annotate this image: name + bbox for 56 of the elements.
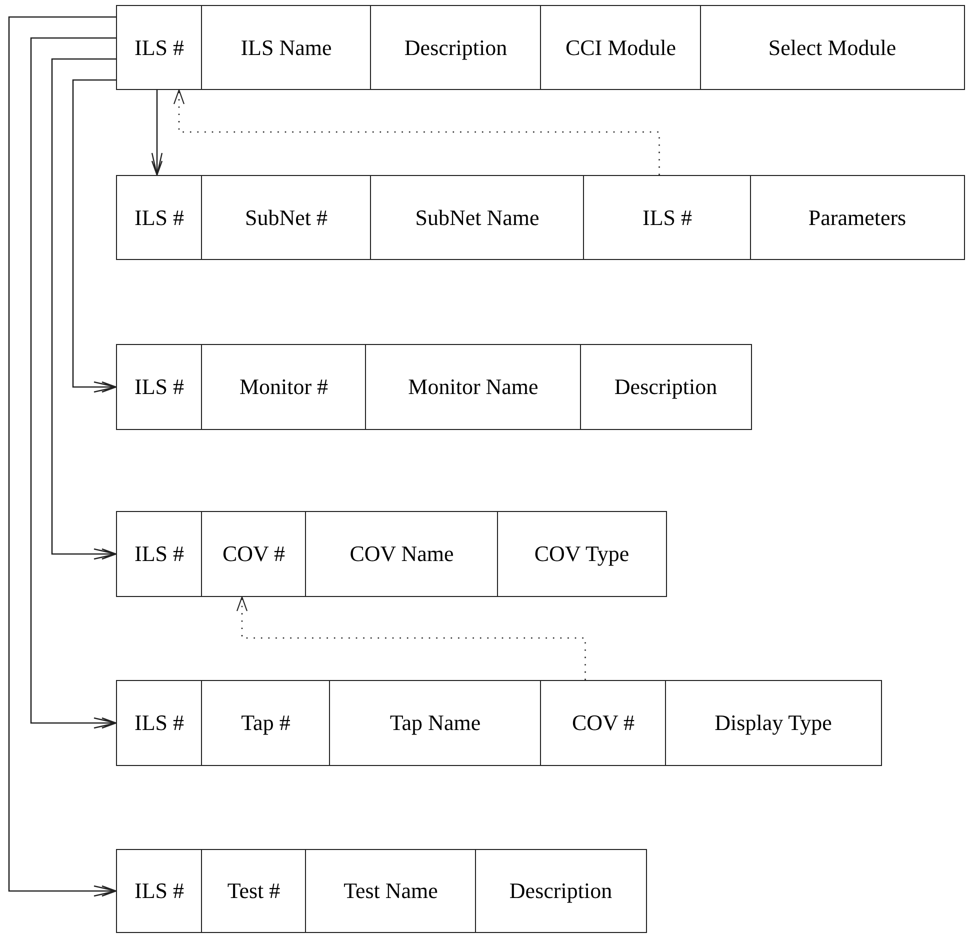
- field-label: SubNet Name: [415, 204, 540, 230]
- field-label: Tap #: [241, 710, 290, 736]
- field-label: SubNet #: [245, 204, 328, 230]
- field-label: Description: [404, 34, 508, 60]
- field-label: Test Name: [344, 878, 438, 904]
- field-label: Test #: [227, 878, 280, 904]
- table-field-cell: [116, 511, 202, 597]
- field-label: Tap Name: [390, 710, 481, 736]
- field-label: Display Type: [714, 710, 832, 736]
- dotted-arrow: [173, 89, 660, 175]
- table-field-cell: [665, 680, 882, 766]
- field-label: Select Module: [768, 34, 896, 60]
- table-field-cell: [475, 849, 646, 933]
- table-field-cell: [116, 849, 202, 933]
- table-field-cell: [700, 5, 964, 90]
- table-field-cell: [116, 344, 202, 430]
- table-field-cell: [750, 175, 964, 260]
- table-field-cell: [201, 5, 372, 90]
- dotted-arrow: [236, 596, 586, 680]
- field-label: ILS #: [134, 710, 184, 736]
- field-label: ILS #: [134, 204, 184, 230]
- table-field-cell: [497, 511, 666, 597]
- field-label: COV #: [222, 541, 286, 567]
- field-label: ILS #: [134, 878, 184, 904]
- table-field-cell: [580, 344, 752, 430]
- field-label: ILS #: [134, 541, 184, 567]
- table-field-cell: [116, 680, 202, 766]
- field-label: ILS Name: [240, 34, 332, 60]
- field-label: COV Type: [534, 541, 630, 567]
- field-label: Monitor #: [239, 374, 328, 400]
- table-field-cell: [116, 5, 202, 90]
- table-field-cell: [116, 175, 202, 260]
- field-label: Description: [509, 878, 612, 904]
- table-field-cell: [201, 344, 366, 430]
- field-label: COV #: [572, 710, 635, 736]
- table-field-cell: [540, 5, 702, 90]
- field-label: Monitor Name: [408, 374, 538, 400]
- table-field-cell: [201, 511, 306, 597]
- table-field-cell: [305, 511, 498, 597]
- table-field-cell: [370, 5, 542, 90]
- table-field-cell: [583, 175, 752, 260]
- field-label: CCI Module: [565, 34, 676, 60]
- field-label: ILS #: [134, 34, 184, 60]
- field-label: ILS #: [642, 204, 692, 230]
- table-field-cell: [540, 680, 666, 766]
- field-label: COV Name: [350, 541, 454, 567]
- table-field-cell: [365, 344, 582, 430]
- table-field-cell: [201, 175, 372, 260]
- field-label: Description: [614, 374, 718, 400]
- table-field-cell: [201, 680, 330, 766]
- table-field-cell: [370, 175, 584, 260]
- table-field-cell: [201, 849, 306, 933]
- field-label: Parameters: [808, 204, 906, 230]
- table-field-cell: [305, 849, 476, 933]
- field-label: ILS #: [134, 374, 184, 400]
- table-field-cell: [329, 680, 542, 766]
